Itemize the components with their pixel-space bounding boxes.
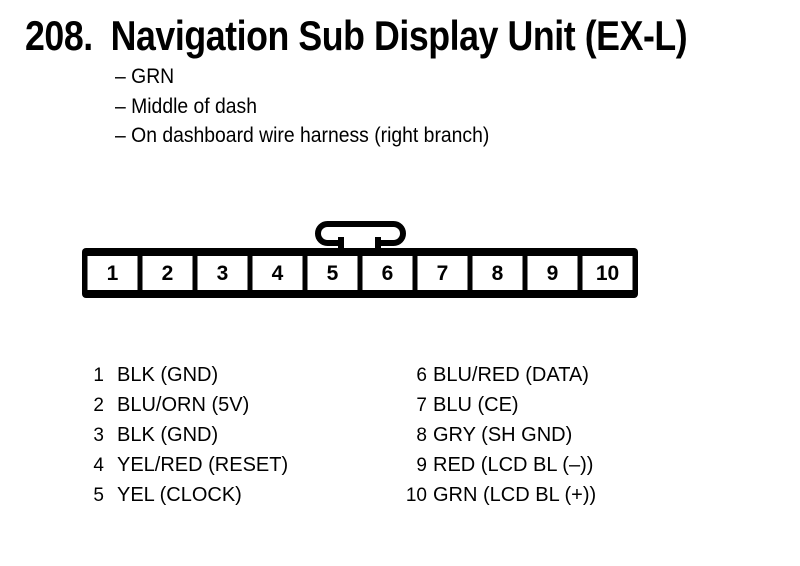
pin-cell-number: 2 xyxy=(162,262,174,285)
pin-number: 4 xyxy=(93,455,104,476)
pinout-row: 9 RED (LCD BL (–)) xyxy=(398,450,596,480)
pin-number: 6 xyxy=(416,365,427,386)
detail-line: – Middle of dash xyxy=(115,93,257,118)
detail-line: – GRN xyxy=(115,64,175,88)
pin-wire-label: YEL (CLOCK) xyxy=(117,484,242,506)
pinout-row: 7 BLU (CE) xyxy=(398,390,596,420)
pin-wire-label: RED (LCD BL (–)) xyxy=(433,454,594,476)
pin-number: 10 xyxy=(405,485,427,506)
pinout-row: 4 YEL/RED (RESET) xyxy=(78,450,288,480)
pin-wire-label: BLU/RED (DATA) xyxy=(433,364,589,386)
pin-wire-label: BLU/ORN (5V) xyxy=(117,394,250,416)
pin-number: 7 xyxy=(416,395,427,416)
pin-number: 3 xyxy=(93,425,104,446)
pin-cell xyxy=(362,256,413,290)
pin-cell-number: 7 xyxy=(437,262,449,285)
page-title-number: 208. xyxy=(25,12,93,59)
pin-number: 9 xyxy=(416,455,427,476)
pinout-row: 2 BLU/ORN (5V) xyxy=(78,390,288,420)
connector-pin-cells xyxy=(87,256,633,290)
pin-wire-label: BLU (CE) xyxy=(433,394,519,416)
pin-number: 1 xyxy=(93,365,104,386)
pinout-row: 1 BLK (GND) xyxy=(78,360,288,390)
pin-wire-label: GRN (LCD BL (+)) xyxy=(433,484,597,506)
pin-cell-number: 3 xyxy=(217,262,229,285)
pin-cell xyxy=(307,256,358,290)
pin-wire-label: BLK (GND) xyxy=(117,364,219,386)
detail-line: – On dashboard wire harness (right branc… xyxy=(115,123,490,147)
pin-cell xyxy=(87,256,138,290)
pin-number: 8 xyxy=(416,425,427,446)
pin-cell xyxy=(252,256,303,290)
pin-cell-number: 10 xyxy=(596,262,619,285)
connector-diagram: 1 2 3 4 5 6 7 8 9 10 xyxy=(82,221,638,298)
pin-cell-number: 6 xyxy=(382,262,394,285)
connector-lock-tab-icon xyxy=(315,221,406,251)
page-title: Navigation Sub Display Unit (EX-L) xyxy=(110,12,688,59)
page-title-row: 208. Navigation Sub Display Unit (EX-L) xyxy=(25,12,688,60)
pin-cell xyxy=(472,256,523,290)
pin-number: 2 xyxy=(93,395,104,416)
pin-cell xyxy=(197,256,248,290)
pin-cell-number: 4 xyxy=(272,262,284,285)
pin-cell xyxy=(527,256,578,290)
pin-number: 5 xyxy=(93,485,104,506)
pinout-row: 8 GRY (SH GND) xyxy=(398,420,596,450)
connector-pin-numbers: 1 2 3 4 5 6 7 8 9 10 xyxy=(107,262,620,285)
pinout-row: 5 YEL (CLOCK) xyxy=(78,480,288,510)
detail-list: – GRN – Middle of dash – On dashboard wi… xyxy=(115,62,489,151)
pin-wire-label: YEL/RED (RESET) xyxy=(117,454,289,476)
pinout-row: 3 BLK (GND) xyxy=(78,420,288,450)
pinout-row: 6 BLU/RED (DATA) xyxy=(398,360,596,390)
pinout-left-column: 1 BLK (GND) 2 BLU/ORN (5V) 3 BLK (GND) 4… xyxy=(78,360,288,510)
pin-cell xyxy=(417,256,468,290)
pinout-row: 10 GRN (LCD BL (+)) xyxy=(398,480,596,510)
pin-wire-label: BLK (GND) xyxy=(117,424,219,446)
pin-cell-number: 5 xyxy=(327,262,339,285)
pin-cell xyxy=(582,256,633,290)
pin-cell-number: 1 xyxy=(107,262,119,285)
pin-cell-number: 8 xyxy=(492,262,504,285)
pin-wire-label: GRY (SH GND) xyxy=(433,424,573,446)
pin-cell xyxy=(142,256,193,290)
pinout-right-column: 6 BLU/RED (DATA) 7 BLU (CE) 8 GRY (SH GN… xyxy=(398,360,596,510)
pin-cell-number: 9 xyxy=(547,262,559,285)
